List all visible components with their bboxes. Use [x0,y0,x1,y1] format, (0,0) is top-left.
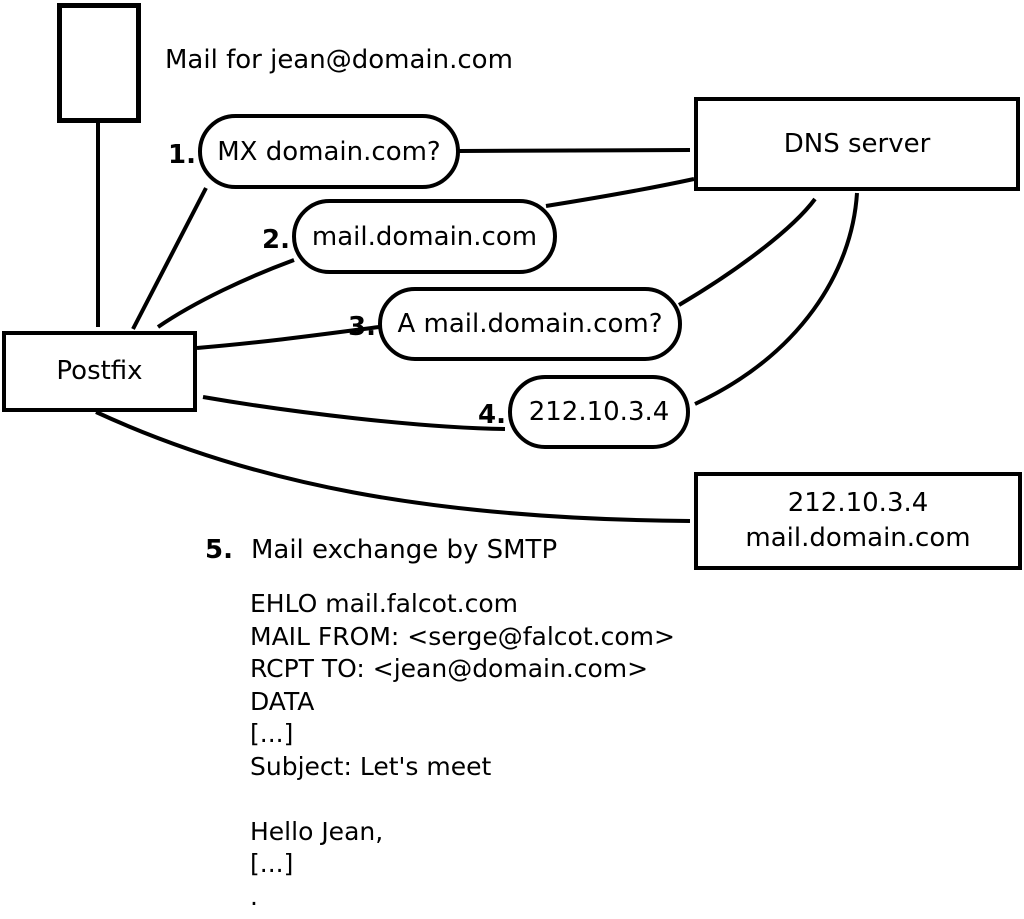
pill-mx-response-label: mail.domain.com [311,221,538,252]
line-postfix-to-pill1 [131,187,208,330]
smtp-line: Hello Jean, [250,816,384,846]
step-number-3: 3. [348,312,376,342]
mail-server-hostname: mail.domain.com [745,523,971,553]
line-dns-to-pill4 [694,192,859,406]
arrow-pill2-to-postfix [156,258,295,329]
arrow-pill3-to-dns [677,197,817,307]
mail-server-node: 212.10.3.4 mail.domain.com [694,472,1022,570]
smtp-line: MAIL FROM: <serge@falcot.com> [250,621,675,651]
smtp-line: EHLO mail.falcot.com [250,589,519,618]
postfix-node: Postfix [2,331,197,412]
smtp-line: Subject: Let's meet [250,751,492,781]
pill-mx-query-label: MX domain.com? [217,136,441,167]
mail-server-ip: 212.10.3.4 [787,488,929,518]
pill-mx-response: mail.domain.com [292,199,557,274]
pill-mx-query: MX domain.com? [198,114,460,189]
arrow-pill4-to-postfix [202,395,506,431]
mail-message-shape [57,3,141,123]
smtp-line: [...] [250,719,294,748]
smtp-line-blank [250,783,675,816]
smtp-line: [...] [250,849,294,878]
pill-a-response: 212.10.3.4 [508,375,690,449]
step-number-4: 4. [478,400,506,430]
pill-a-query-label: A mail.domain.com? [397,309,663,339]
line-postfix-to-pill3 [196,325,380,350]
step5-label-row: 5. Mail exchange by SMTP [205,535,557,565]
smtp-line: RCPT TO: <jean@domain.com> [250,654,649,683]
pill-a-query: A mail.domain.com? [378,287,682,361]
step-number-5: 5. [205,535,233,565]
line-dns-to-pill2 [545,177,695,208]
postfix-label: Postfix [56,356,143,386]
arrow-postfix-to-mailserver [95,410,691,523]
dns-server-label: DNS server [783,128,931,159]
step5-label: Mail exchange by SMTP [250,535,558,565]
mail-for-label: Mail for jean@domain.com [165,45,513,75]
smtp-line: DATA [250,686,315,716]
step-number-2: 2. [262,225,290,255]
pill-a-response-label: 212.10.3.4 [528,397,670,427]
arrow-pill1-to-dns [458,148,691,153]
step-number-1: 1. [168,140,196,170]
smtp-session-text: EHLO mail.falcot.com MAIL FROM: <serge@f… [250,588,675,913]
smtp-line-end-dot: . [250,881,258,911]
dns-server-node: DNS server [694,97,1020,191]
